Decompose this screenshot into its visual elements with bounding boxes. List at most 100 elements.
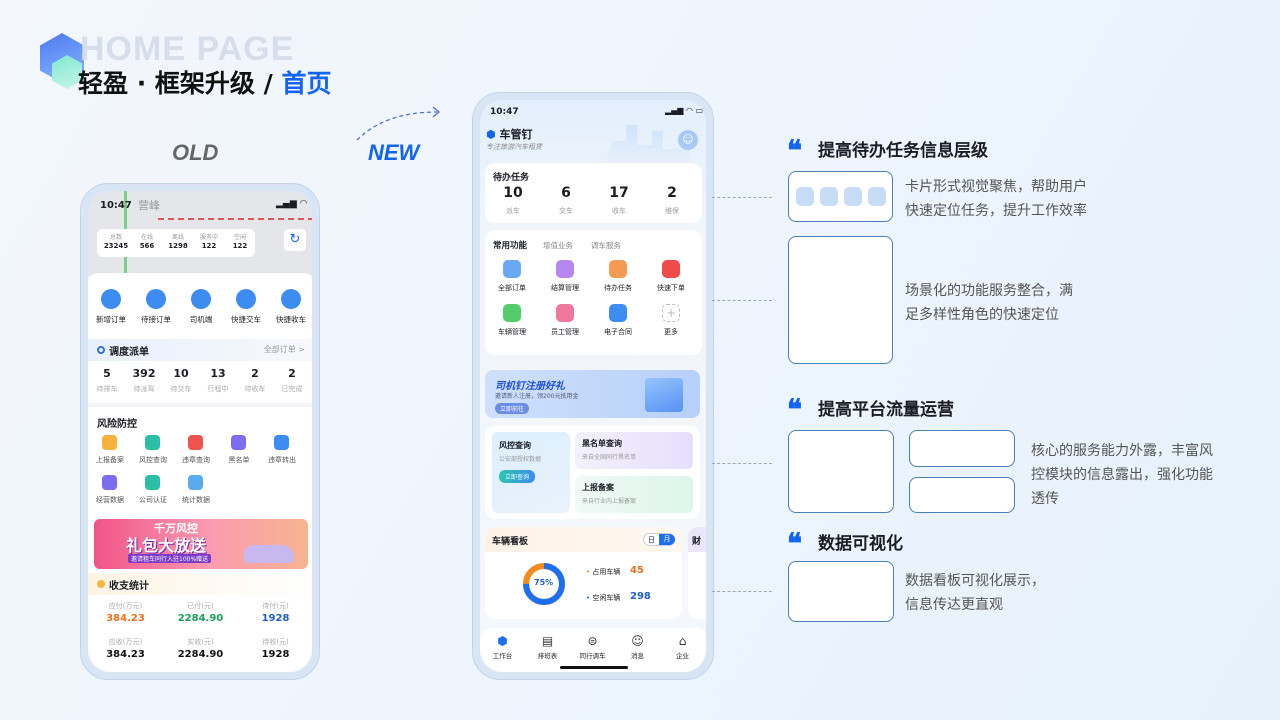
- quote-icon: ❝: [787, 395, 803, 426]
- function-item-7[interactable]: 更多: [664, 328, 678, 336]
- finance-value: 1928: [261, 613, 290, 624]
- quick-action-icon: [146, 289, 166, 309]
- tabbar-item-0[interactable]: 工作台: [492, 652, 513, 660]
- risk-query-button[interactable]: 立即查询: [499, 470, 536, 483]
- todo-count[interactable]: 10: [503, 185, 523, 201]
- todo-label: 交车: [559, 207, 573, 215]
- tab-0[interactable]: 常用功能: [493, 241, 528, 251]
- finance-value: 384.23: [106, 613, 145, 624]
- function-item-1[interactable]: 结算管理: [551, 284, 579, 292]
- note-line: 场景化的功能服务整合，满: [905, 283, 1073, 299]
- tab-icon-0: ⬢: [497, 634, 508, 648]
- risk-item-2[interactable]: 违章查询: [182, 456, 210, 464]
- note-text: 核心的服务能力外露，丰富风控模块的信息露出，强化功能透传: [1031, 439, 1213, 511]
- tabbar-item-4[interactable]: 企业: [676, 652, 689, 660]
- function-item-5[interactable]: 员工管理: [551, 328, 579, 336]
- tab-1[interactable]: 增值业务: [543, 241, 573, 250]
- function-item-6[interactable]: 电子合同: [604, 328, 632, 336]
- dispatch-count[interactable]: 5: [103, 367, 111, 380]
- stat-label: 离线: [171, 234, 184, 241]
- tabbar-item-3[interactable]: 消息: [631, 652, 644, 660]
- donut-arc: [523, 563, 565, 605]
- risk-item-5[interactable]: 经营数据: [96, 496, 124, 504]
- risk-icon: [102, 475, 117, 490]
- note-line: 卡片形式视觉聚焦，帮助用户: [905, 179, 1087, 195]
- promo-button[interactable]: 立即前往: [495, 403, 530, 414]
- report-tile[interactable]: 上报备案 来自行业内上报备案: [575, 476, 693, 513]
- promo-banner[interactable]: 司机钉注册好礼 邀请新人注册，领200元抵用金 立即前往: [485, 370, 700, 418]
- title-highlight: 首页: [281, 69, 332, 98]
- toggle-month[interactable]: 月: [659, 534, 675, 545]
- risk-item-4[interactable]: 违章转出: [268, 456, 296, 464]
- dispatch-count[interactable]: 2: [251, 367, 259, 380]
- stat-label: 服务中: [199, 234, 218, 241]
- function-icon: [609, 260, 627, 278]
- finance-title: 收支统计: [109, 581, 149, 592]
- function-icon: [556, 304, 574, 322]
- all-orders-link[interactable]: 全部订单 >: [263, 345, 305, 354]
- risk-icon: [274, 435, 289, 450]
- quick-action-icon: [281, 289, 301, 309]
- english-title: HOME PAGE: [80, 30, 295, 68]
- stat-value: 122: [201, 242, 217, 250]
- note-title: 提高待办任务信息层级: [818, 141, 988, 161]
- risk-query-title: 风控查询: [499, 441, 531, 450]
- dispatch-count[interactable]: 10: [173, 367, 189, 380]
- quick-action-2[interactable]: 司机端: [189, 315, 213, 324]
- dispatch-header: 调度派单 全部订单 >: [88, 339, 312, 361]
- refresh-button[interactable]: ↻: [284, 229, 306, 251]
- avatar[interactable]: ☺: [678, 130, 698, 150]
- risk-item-1[interactable]: 风控查询: [139, 456, 167, 464]
- quick-action-0[interactable]: 新增订单: [96, 315, 126, 324]
- note-line: 足多样性角色的快速定位: [905, 307, 1059, 323]
- finance-value: 1928: [261, 649, 290, 660]
- connector-line: [712, 197, 772, 198]
- city-illustration: [605, 125, 690, 165]
- promo-title: 司机钉注册好礼: [495, 381, 565, 392]
- function-icon: [662, 260, 680, 278]
- page-title: 轻盈 · 框架升级 / 首页: [78, 64, 332, 100]
- schematic-box: [788, 430, 894, 513]
- quick-action-3[interactable]: 快捷交车: [231, 315, 261, 324]
- function-item-2[interactable]: 待办任务: [604, 284, 632, 292]
- occupied-value: 45: [630, 565, 644, 576]
- blacklist-tile[interactable]: 黑名单查询 来自全国同行黑名单: [575, 432, 693, 469]
- risk-item-0[interactable]: 上报备案: [96, 456, 124, 464]
- finance-label: 待付(元): [262, 602, 289, 610]
- dispatch-label: 已完成: [281, 385, 303, 393]
- risk-item-6[interactable]: 公司认证: [139, 496, 167, 504]
- dispatch-count[interactable]: 2: [288, 367, 296, 380]
- tab-2[interactable]: 调车服务: [591, 241, 621, 250]
- day-month-toggle[interactable]: 日 月: [643, 533, 675, 546]
- note-line: 透传: [1031, 491, 1059, 507]
- todo-count[interactable]: 2: [667, 185, 677, 201]
- board-title: 车辆看板: [492, 537, 529, 547]
- todo-count[interactable]: 17: [609, 185, 629, 201]
- note-line: 数据看板可视化展示，: [905, 573, 1045, 589]
- dispatch-count[interactable]: 392: [132, 367, 156, 380]
- status-time: 10:47: [490, 107, 519, 117]
- quick-action-1[interactable]: 待接订单: [141, 315, 171, 324]
- donut-chart: [523, 563, 565, 605]
- finance-board-peek[interactable]: 财: [688, 527, 706, 619]
- todo-label: 维保: [665, 207, 679, 215]
- function-item-0[interactable]: 全部订单: [498, 284, 526, 292]
- promo-banner[interactable]: 千万风控 礼包大放送 邀请租车同行入驻100%赠送: [94, 519, 308, 569]
- dispatch-count[interactable]: 13: [210, 367, 226, 380]
- note-line: 信息传达更直观: [905, 597, 1003, 613]
- todo-count[interactable]: 6: [561, 185, 571, 201]
- quick-action-4[interactable]: 快捷收车: [276, 315, 306, 324]
- tabbar-item-1[interactable]: 排班表: [537, 652, 558, 660]
- function-item-3[interactable]: 快速下单: [657, 284, 685, 292]
- risk-icon: [188, 475, 203, 490]
- stat-value: 122: [232, 242, 248, 250]
- function-item-4[interactable]: 车辆管理: [498, 328, 526, 336]
- refresh-icon: ↻: [289, 232, 301, 247]
- risk-query-tile[interactable]: 风控查询 公安部授权数据 立即查询: [492, 432, 570, 513]
- tabbar-item-2[interactable]: 同行调车: [579, 652, 606, 660]
- risk-item-7[interactable]: 统计数据: [182, 496, 210, 504]
- toggle-day[interactable]: 日: [648, 536, 655, 544]
- function-icon: +: [662, 304, 680, 322]
- risk-item-3[interactable]: 黑名单: [228, 456, 250, 464]
